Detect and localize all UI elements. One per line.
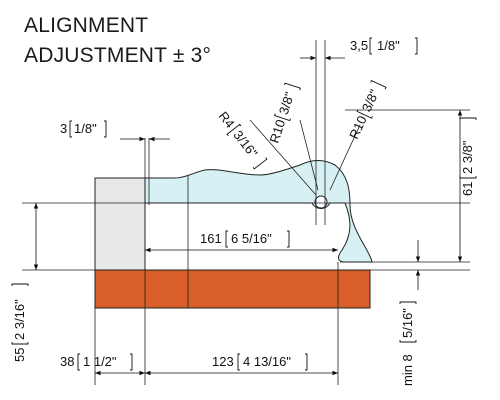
dim-min8: min 8 5/16" [399, 301, 417, 386]
dim-61: 61 2 3/8" [459, 117, 477, 196]
svg-text:3: 3 [60, 121, 67, 136]
dim-r10-top: R10 3/8" [267, 82, 301, 145]
svg-text:6 5/16": 6 5/16" [231, 231, 272, 246]
fixed-block [94, 177, 146, 271]
svg-text:R4: R4 [216, 109, 238, 131]
svg-text:5/16": 5/16" [400, 308, 415, 338]
svg-text:2 3/16": 2 3/16" [12, 299, 27, 340]
dim-161: 161 6 5/16" [200, 230, 290, 248]
svg-text:1/8": 1/8" [74, 121, 97, 136]
svg-text:123: 123 [212, 354, 234, 369]
svg-text:38: 38 [60, 354, 74, 369]
svg-text:161: 161 [200, 231, 222, 246]
dim-123: 123 4 13/16" [212, 353, 308, 371]
svg-text:1 1/2": 1 1/2" [83, 354, 117, 369]
dim-3-5: 3,5 1/8" [350, 37, 418, 55]
r4-notch [314, 195, 328, 209]
dim-38: 38 1 1/2" [60, 353, 133, 371]
svg-text:3,5: 3,5 [350, 38, 368, 53]
svg-text:min 8: min 8 [400, 354, 415, 386]
svg-text:2 3/8": 2 3/8" [460, 140, 475, 174]
svg-text:61: 61 [460, 182, 475, 196]
dim-r10-right: R10 3/8" [346, 79, 387, 141]
dim-55: 55 2 3/16" [11, 283, 29, 362]
dim-r4: R4 3/16" [216, 109, 268, 170]
dim-3: 3 1/8" [60, 120, 107, 138]
svg-text:4 13/16": 4 13/16" [243, 354, 291, 369]
svg-text:3/16": 3/16" [230, 128, 260, 161]
svg-text:3/8": 3/8" [276, 90, 297, 117]
svg-text:R10: R10 [346, 113, 370, 141]
title-line-1: ALIGNMENT [24, 14, 149, 37]
svg-text:1/8": 1/8" [377, 38, 400, 53]
svg-text:55: 55 [12, 348, 27, 362]
svg-text:R10: R10 [267, 118, 289, 145]
base-bar [94, 269, 371, 309]
clamp-profile [144, 160, 373, 263]
title-line-2: ADJUSTMENT ± 3° [24, 44, 212, 67]
